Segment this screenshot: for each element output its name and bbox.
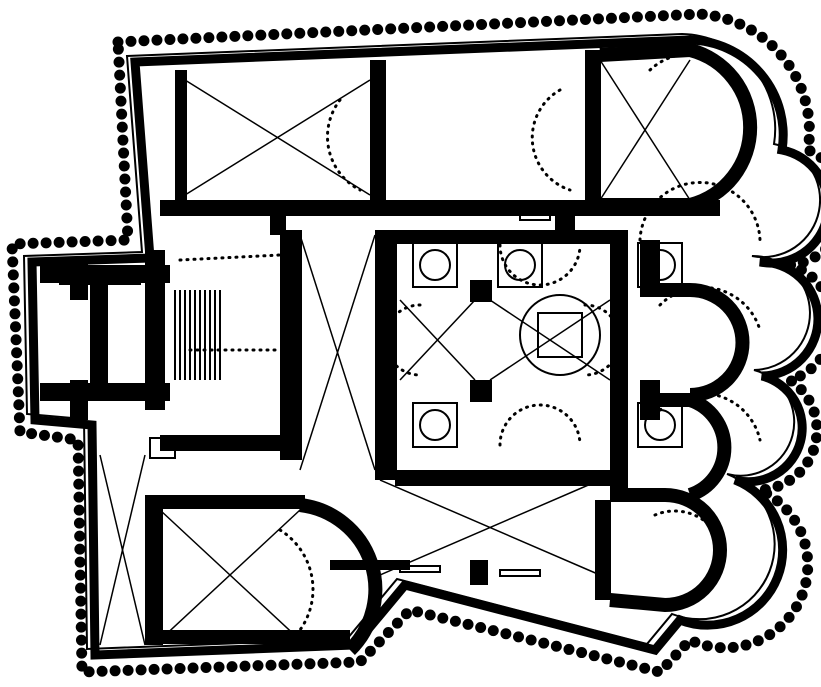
vault-diagonal — [99, 454, 146, 646]
wall-block — [470, 380, 492, 402]
wall-block — [280, 230, 302, 460]
dotted-arc — [648, 52, 753, 142]
wall-block — [160, 630, 350, 644]
hatched-band — [399, 565, 441, 573]
dotted-vault-arcs — [178, 52, 762, 632]
column — [504, 249, 536, 281]
wall-block — [200, 200, 260, 210]
wall-block — [145, 250, 165, 410]
column — [419, 409, 451, 441]
apse-northeast — [599, 42, 758, 212]
wall-block — [595, 500, 611, 600]
wall-block — [375, 230, 397, 480]
wall-block — [270, 205, 286, 235]
wall-block — [160, 435, 280, 451]
wall-block — [470, 560, 488, 585]
wall-block — [145, 495, 163, 645]
vault-diagonal — [159, 509, 301, 641]
wall-block — [175, 70, 187, 210]
outer-wall — [27, 35, 821, 660]
dotted-arc — [498, 403, 582, 447]
wall-block — [395, 470, 625, 486]
wall-block — [555, 200, 575, 230]
hatched-band — [59, 277, 141, 285]
vault-lines — [59, 59, 691, 646]
dotted-arc — [326, 98, 362, 192]
hatched-band — [519, 211, 551, 221]
vault-diagonal — [599, 59, 691, 201]
dotted-arc — [658, 391, 762, 442]
column-base — [412, 242, 458, 288]
wall-block — [70, 260, 88, 300]
column-base — [637, 242, 683, 288]
wall-block — [145, 495, 225, 509]
hatched-band — [59, 389, 141, 397]
vault-diagonal — [379, 479, 601, 576]
wall-block — [370, 60, 386, 210]
column-base — [497, 242, 543, 288]
column — [519, 294, 601, 376]
wall-block — [470, 280, 492, 302]
wall-block — [160, 200, 720, 216]
vault-diagonal — [299, 234, 376, 471]
hatched-band — [149, 437, 176, 459]
wall-block — [90, 265, 108, 400]
vault-diagonal — [399, 299, 476, 381]
wall-block — [395, 230, 615, 244]
dotted-arc — [278, 528, 315, 632]
hatched-band — [499, 569, 541, 577]
column-base — [412, 402, 458, 448]
column — [644, 249, 676, 281]
column-base — [537, 312, 583, 358]
outer-wall-line — [22, 32, 821, 651]
dotted-arc — [498, 243, 582, 287]
apse-south — [299, 498, 383, 655]
wall-block — [585, 50, 601, 210]
column-base — [637, 402, 683, 448]
apse-east-lower — [640, 393, 732, 502]
dotted-arc — [653, 509, 722, 542]
vault-diagonal — [489, 299, 611, 381]
wall-block — [225, 495, 305, 509]
apse-southeast — [609, 488, 727, 613]
walls — [22, 32, 821, 660]
column — [419, 249, 451, 281]
dotted-arc — [658, 285, 762, 332]
dotted-arc — [383, 303, 422, 377]
dotted-arc — [638, 181, 762, 247]
dotted-arc — [530, 88, 572, 192]
dotted-arc — [178, 253, 282, 262]
wall-block — [640, 240, 660, 290]
dotted-outer-boundary — [6, 8, 821, 679]
dotted-arc — [583, 303, 622, 377]
dotted-boundary — [6, 8, 821, 679]
apse-east — [640, 283, 750, 402]
wall-block — [70, 380, 88, 420]
wall-block — [610, 230, 628, 490]
